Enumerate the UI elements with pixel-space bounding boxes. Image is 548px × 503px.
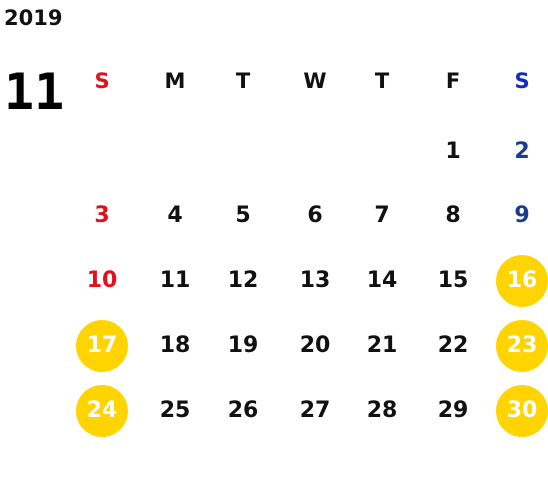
day-cell[interactable]: 13 xyxy=(299,268,331,293)
month-number: 11 xyxy=(4,63,65,121)
day-cell[interactable]: 6 xyxy=(307,203,323,228)
weekday-header-sunday: S xyxy=(94,69,110,93)
day-cell[interactable]: 7 xyxy=(374,203,390,228)
day-cell[interactable]: 2 xyxy=(514,139,530,164)
day-cell[interactable]: 27 xyxy=(299,398,331,423)
day-cell[interactable]: 12 xyxy=(227,268,259,293)
day-cell[interactable]: 15 xyxy=(437,268,469,293)
day-cell[interactable]: 14 xyxy=(366,268,398,293)
day-cell[interactable]: 10 xyxy=(86,268,118,293)
day-cell[interactable]: 28 xyxy=(366,398,398,423)
day-cell[interactable]: 11 xyxy=(159,268,191,293)
day-cell[interactable]: 24 xyxy=(76,385,128,437)
weekday-header-thursday: T xyxy=(374,69,390,93)
weekday-header-wednesday: W xyxy=(303,69,327,93)
weekday-header-friday: F xyxy=(445,69,461,93)
day-cell[interactable]: 21 xyxy=(366,333,398,358)
day-cell[interactable]: 8 xyxy=(445,203,461,228)
day-cell[interactable]: 22 xyxy=(437,333,469,358)
day-cell[interactable]: 19 xyxy=(227,333,259,358)
day-cell[interactable]: 18 xyxy=(159,333,191,358)
day-cell[interactable]: 23 xyxy=(496,320,548,372)
day-cell[interactable]: 20 xyxy=(299,333,331,358)
weekday-header-tuesday: T xyxy=(235,69,251,93)
weekday-header-saturday: S xyxy=(514,69,530,93)
day-cell[interactable]: 30 xyxy=(496,385,548,437)
year-label: 2019 xyxy=(4,6,63,30)
day-cell[interactable]: 3 xyxy=(94,203,110,228)
weekday-header-monday: M xyxy=(164,69,186,93)
day-cell[interactable]: 16 xyxy=(496,255,548,307)
day-cell[interactable]: 1 xyxy=(445,139,461,164)
day-cell[interactable]: 25 xyxy=(159,398,191,423)
day-cell[interactable]: 29 xyxy=(437,398,469,423)
day-cell[interactable]: 17 xyxy=(76,320,128,372)
day-cell[interactable]: 26 xyxy=(227,398,259,423)
day-cell[interactable]: 5 xyxy=(235,203,251,228)
day-cell[interactable]: 9 xyxy=(514,203,530,228)
day-cell[interactable]: 4 xyxy=(167,203,183,228)
